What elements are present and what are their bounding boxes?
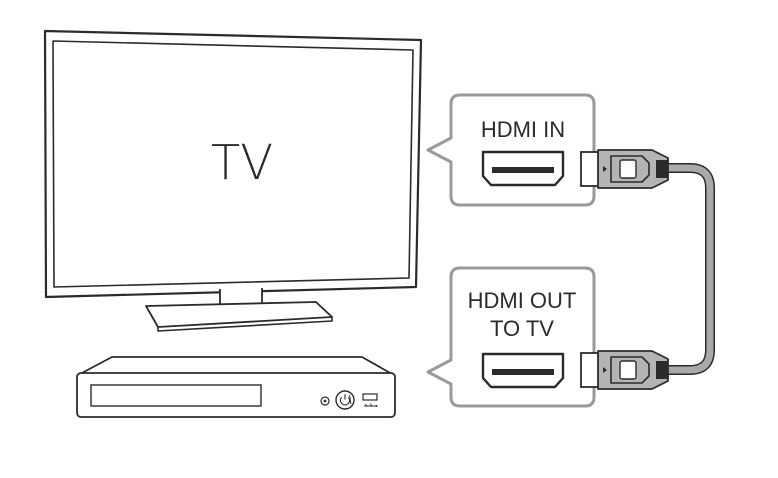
indicator-icon: [320, 396, 330, 406]
tv: TV: [43, 29, 423, 332]
hdmi-in-callout: HDMI IN: [426, 93, 596, 207]
hdmi-out-label-line2: TO TV: [490, 316, 554, 341]
tv-stand-base-edge: [157, 317, 333, 332]
tv-screen: [52, 40, 414, 288]
hdmi-in-label: HDMI IN: [481, 117, 565, 142]
cable-line: [662, 163, 715, 375]
hdmi-cable: [580, 149, 715, 390]
hdmi-plug-bottom: [580, 350, 669, 390]
hdmi-plug-top: [580, 149, 669, 189]
disc-player: [76, 356, 396, 418]
power-icon: [335, 390, 355, 410]
player-top: [79, 356, 393, 375]
tv-label: TV: [211, 135, 273, 191]
hdmi-port-out: [481, 352, 565, 389]
hdmi-port-in: [481, 150, 565, 187]
hdmi-in-callout-frame: [426, 93, 596, 207]
hdmi-out-callout: HDMI OUT TO TV: [426, 266, 596, 408]
disc-tray: [90, 384, 262, 407]
hdmi-out-label-line1: HDMI OUT: [468, 288, 577, 313]
usb-icon: [362, 393, 378, 407]
